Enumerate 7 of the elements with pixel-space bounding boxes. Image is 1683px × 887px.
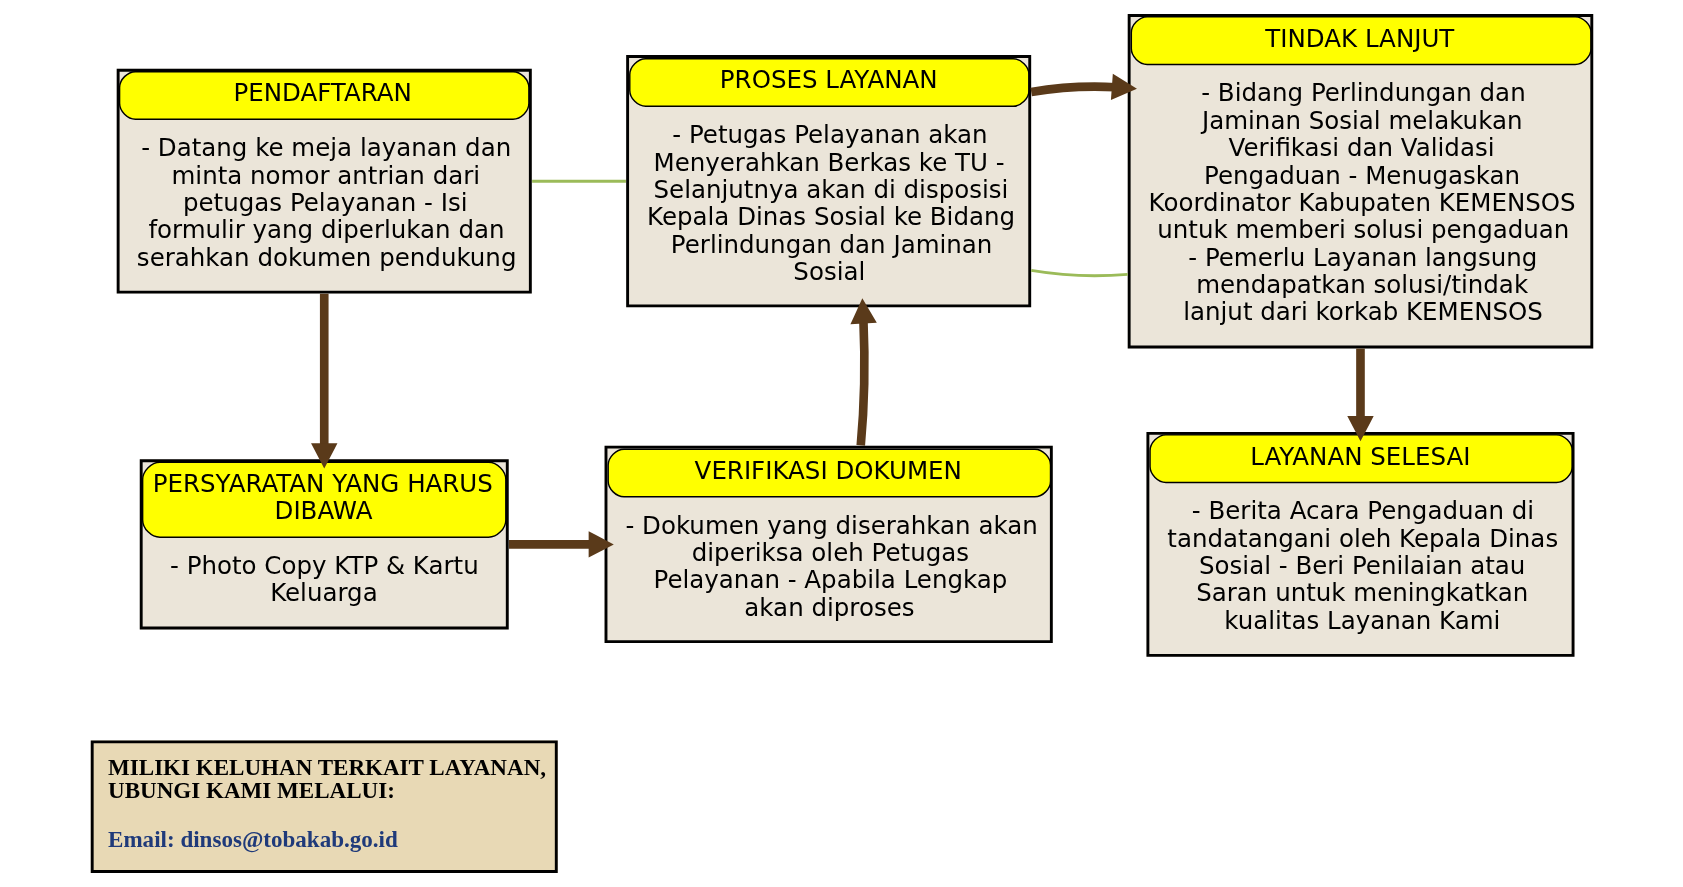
- arrow: [1346, 348, 1374, 442]
- arrow: [310, 293, 337, 469]
- arrow: [508, 531, 614, 558]
- arrow: [849, 298, 877, 446]
- connector: [531, 179, 626, 183]
- arrow: [1030, 73, 1137, 101]
- connector: [1030, 269, 1128, 278]
